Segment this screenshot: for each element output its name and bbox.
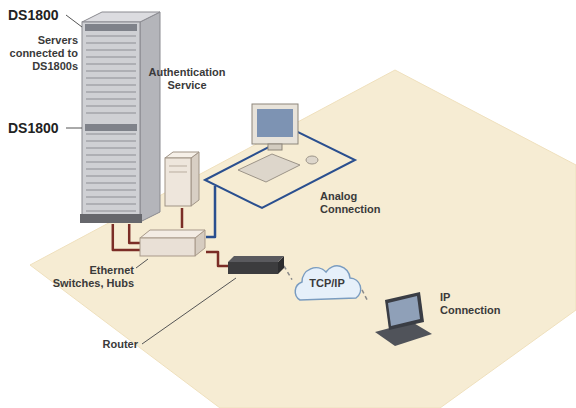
server-slot	[86, 210, 136, 212]
device-label: Analog Connection	[320, 190, 400, 216]
network-cloud	[295, 266, 360, 300]
switch-node: Ethernet Switches, Hubs	[140, 228, 206, 258]
server-slot	[86, 105, 136, 107]
rack-node: DS1800Servers connected to DS1800sDS1800	[80, 4, 162, 224]
rack-base	[80, 214, 142, 223]
server-slot	[86, 49, 136, 51]
leader-line	[66, 15, 82, 27]
server-slot	[86, 56, 136, 58]
leader-line	[136, 259, 148, 268]
server-slot	[86, 147, 136, 149]
device-label: Servers connected to DS1800s	[4, 34, 78, 73]
server-slot	[86, 63, 136, 65]
server-slot	[86, 140, 136, 142]
router-node: Router	[228, 256, 284, 276]
mouse	[306, 156, 318, 164]
rack-front	[82, 22, 140, 222]
server-slot	[86, 77, 136, 79]
server-slot	[86, 168, 136, 170]
leader-line	[142, 278, 236, 344]
laptop-node: IP Connection	[368, 290, 434, 348]
server-slot	[86, 154, 136, 156]
server-slot	[86, 91, 136, 93]
rack-slots	[86, 36, 136, 211]
laptop-lid	[385, 292, 424, 330]
cloud-label: TCP/IP	[309, 277, 344, 290]
switch-top	[140, 230, 205, 238]
network-cable	[206, 186, 215, 237]
server-slot	[86, 161, 136, 163]
switch-front	[140, 238, 195, 256]
server-slot	[86, 196, 136, 198]
router-front	[228, 262, 278, 274]
network-cable	[113, 224, 140, 250]
server-slot	[86, 203, 136, 205]
rack-side	[140, 12, 160, 222]
server-front	[165, 158, 191, 206]
server-slot	[86, 84, 136, 86]
network-cable	[206, 252, 228, 266]
server-slot	[86, 112, 136, 114]
monitor-stand	[268, 144, 282, 150]
server-side	[191, 152, 199, 206]
monitor-screen	[257, 109, 293, 137]
keyboard	[238, 154, 300, 182]
network-cable	[362, 290, 368, 302]
device-label: DS1800	[8, 120, 70, 136]
ds1800-unit	[85, 24, 137, 31]
server-node: Authentication Service	[165, 150, 199, 208]
server-slot	[86, 98, 136, 100]
server-slot	[86, 70, 136, 72]
device-label: Router	[86, 338, 138, 351]
leader-line	[66, 128, 82, 129]
rack-top	[82, 12, 160, 22]
server-bay	[169, 166, 187, 167]
server-slot	[86, 42, 136, 44]
cloud-node: TCP/IP	[292, 266, 362, 300]
server-slot	[86, 175, 136, 177]
network-cable	[129, 224, 140, 243]
server-slot	[86, 35, 136, 37]
server-slot	[86, 189, 136, 191]
laptop-screen	[388, 296, 420, 326]
device-label: IP Connection	[440, 291, 512, 317]
server-slot	[86, 133, 136, 135]
workstation-node: Analog Connection	[205, 100, 355, 186]
network-cable	[284, 266, 292, 280]
server-bay	[169, 172, 187, 173]
server-top	[165, 152, 199, 158]
device-label: Authentication Service	[132, 66, 242, 92]
server-slot	[86, 182, 136, 184]
router-top	[228, 256, 284, 262]
device-label: Ethernet Switches, Hubs	[44, 264, 134, 290]
network-cable	[181, 208, 184, 228]
device-label: DS1800	[8, 7, 70, 23]
monitor	[252, 104, 298, 144]
ds1800-unit	[85, 124, 137, 131]
